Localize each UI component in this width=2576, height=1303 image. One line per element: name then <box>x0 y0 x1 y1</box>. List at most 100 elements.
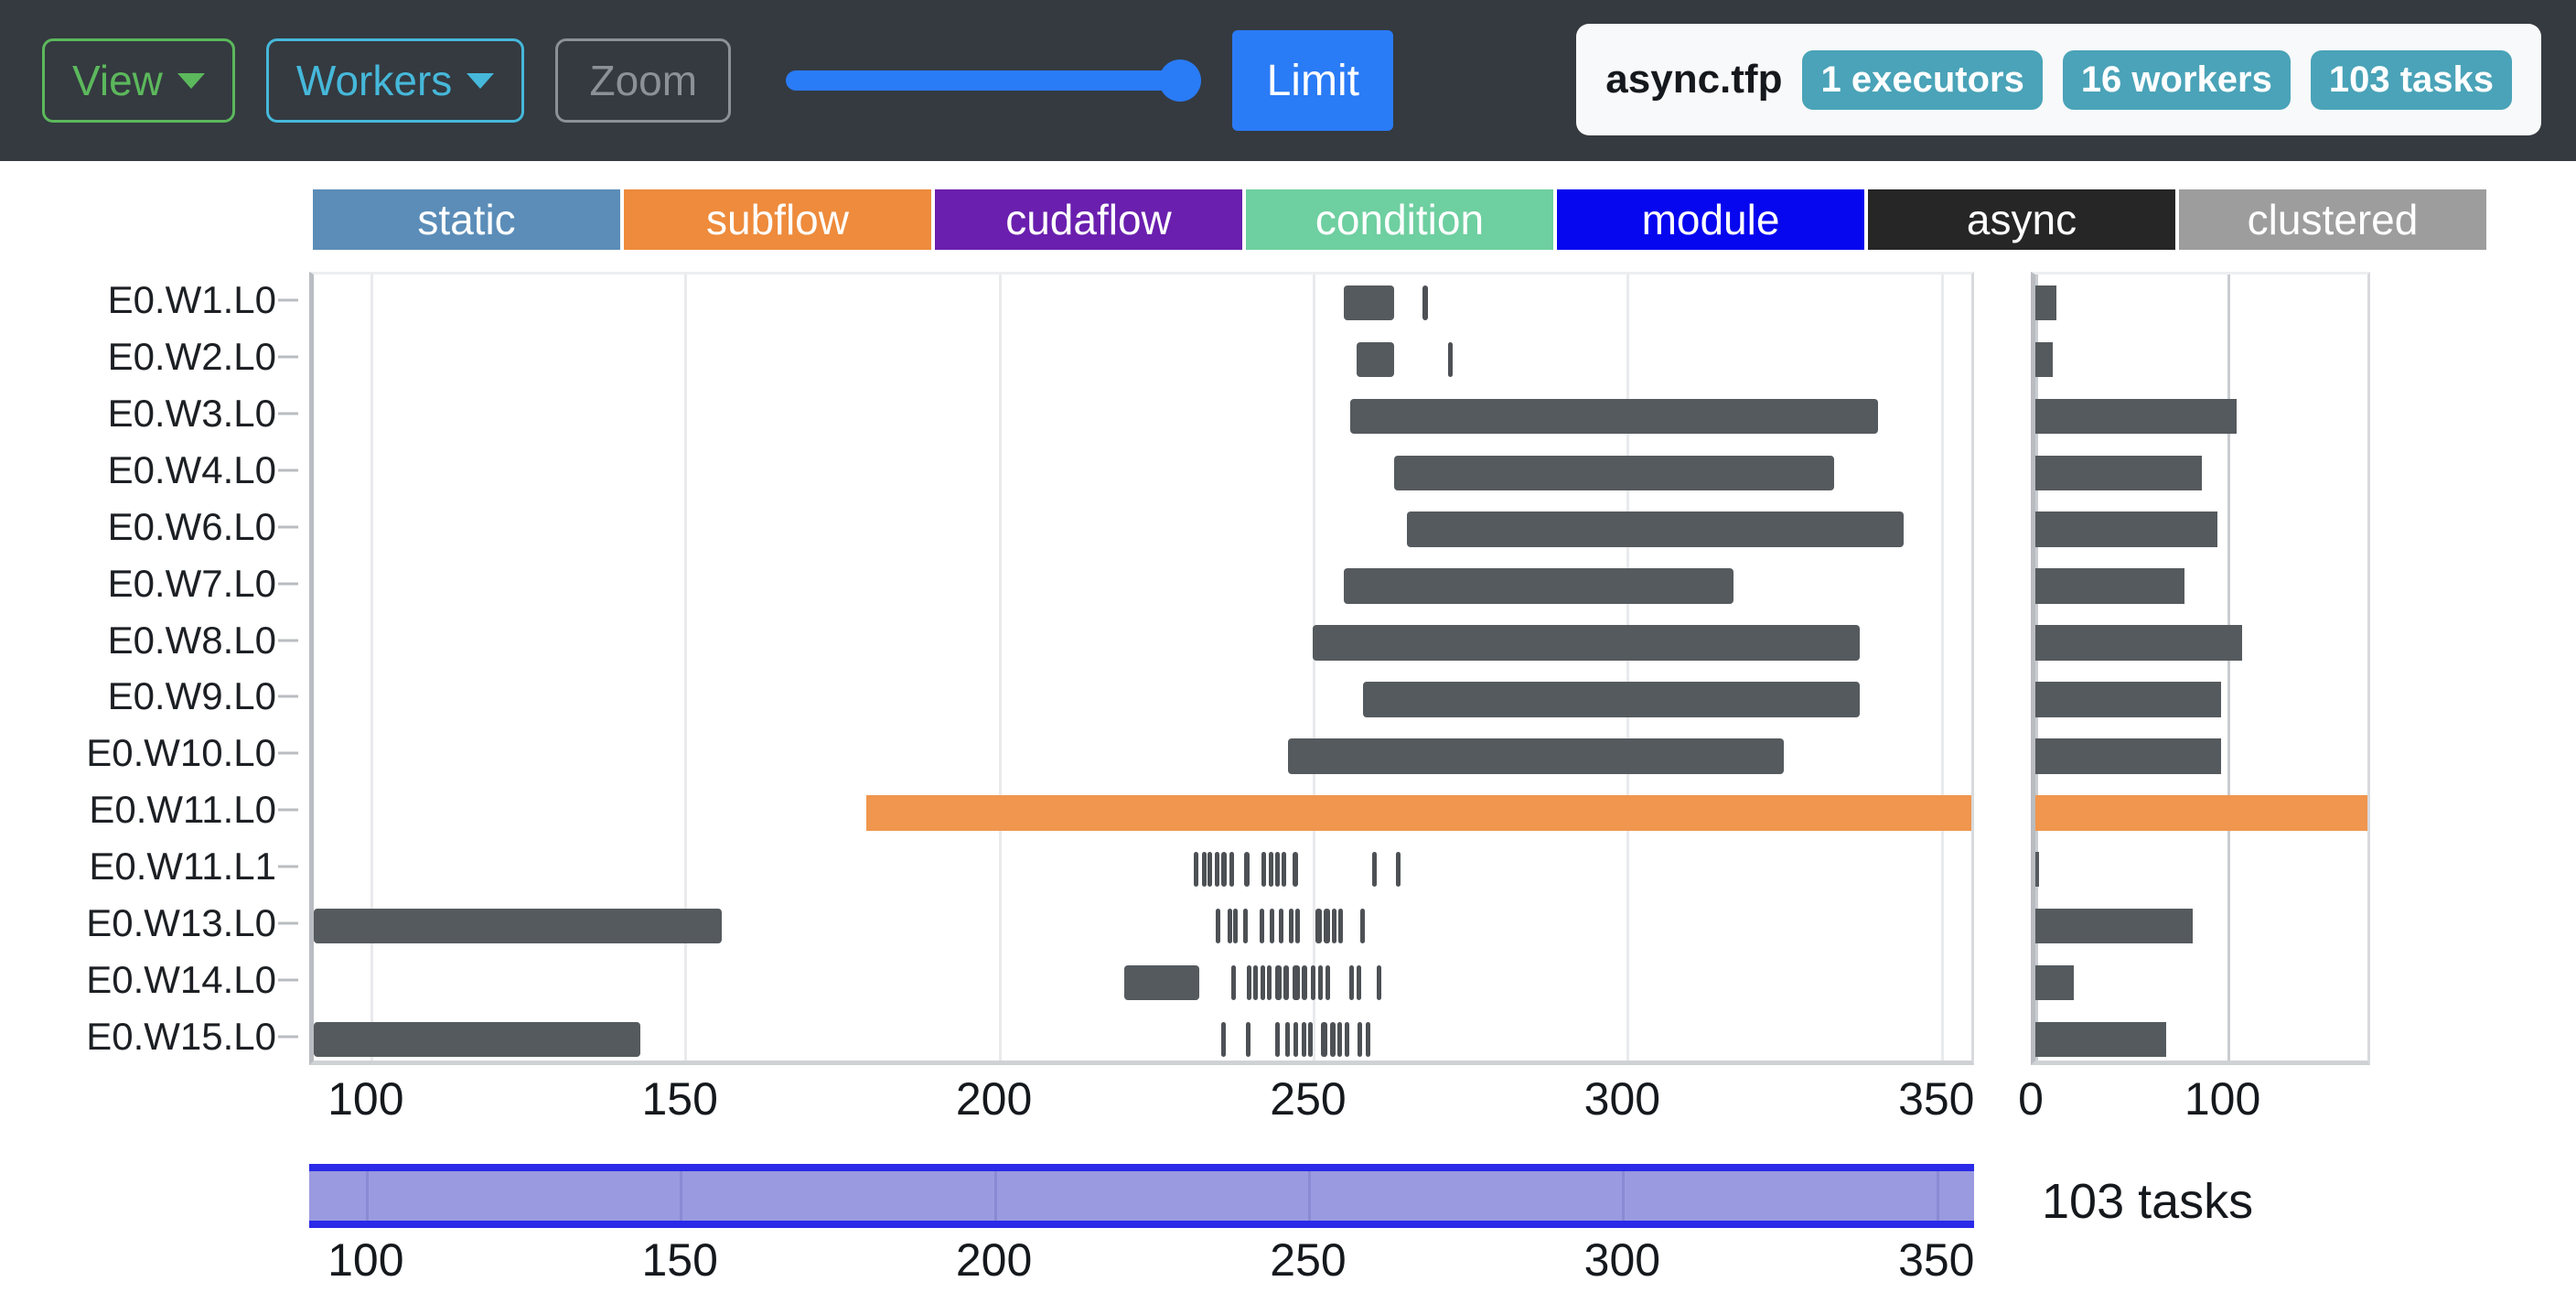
task-tick[interactable] <box>1293 852 1298 888</box>
task-tick[interactable] <box>1330 1021 1336 1058</box>
legend-item-condition[interactable]: condition <box>1246 189 1553 250</box>
task-tick[interactable] <box>1274 852 1280 888</box>
task-bar[interactable] <box>1344 285 1395 321</box>
task-tick[interactable] <box>1337 1021 1343 1058</box>
task-tick[interactable] <box>1359 908 1365 944</box>
task-tick[interactable] <box>1269 908 1274 944</box>
task-tick[interactable] <box>1372 852 1378 888</box>
task-tick[interactable] <box>1259 908 1264 944</box>
task-bar[interactable] <box>866 795 1971 831</box>
task-tick[interactable] <box>1395 852 1401 888</box>
time-range-brush[interactable] <box>309 1164 1974 1228</box>
task-bar[interactable] <box>1407 512 1904 547</box>
task-bar[interactable] <box>1362 682 1860 717</box>
task-bar[interactable] <box>1344 568 1734 604</box>
task-bar[interactable] <box>314 908 723 944</box>
worker-load-bar[interactable] <box>2035 398 2238 434</box>
task-tick[interactable] <box>1221 852 1227 888</box>
worker-load-bar[interactable] <box>2035 795 2367 831</box>
gantt-timeline-plot[interactable] <box>309 272 1974 1065</box>
worker-load-bar[interactable] <box>2035 1021 2166 1058</box>
worker-load-bar[interactable] <box>2035 738 2222 774</box>
task-tick[interactable] <box>1284 1021 1290 1058</box>
task-tick[interactable] <box>1233 908 1239 944</box>
task-bar[interactable] <box>1357 341 1395 378</box>
legend-item-static[interactable]: static <box>313 189 620 250</box>
task-tick[interactable] <box>1320 1021 1327 1058</box>
task-tick[interactable] <box>1366 1021 1371 1058</box>
worker-load-bar[interactable] <box>2035 964 2074 1001</box>
task-tick[interactable] <box>1215 908 1220 944</box>
task-tick[interactable] <box>1202 852 1208 888</box>
worker-load-bar[interactable] <box>2035 568 2185 604</box>
worker-load-bar[interactable] <box>2035 852 2040 888</box>
task-tick[interactable] <box>1447 341 1453 378</box>
task-tick[interactable] <box>1268 852 1273 888</box>
task-bar[interactable] <box>1313 625 1860 661</box>
worker-load-bar[interactable] <box>2035 285 2057 321</box>
worker-load-plot[interactable] <box>2031 272 2370 1065</box>
task-tick[interactable] <box>1324 908 1331 944</box>
task-tick[interactable] <box>1278 908 1284 944</box>
task-tick[interactable] <box>1242 908 1248 944</box>
zoom-button[interactable]: Zoom <box>555 38 732 123</box>
legend-item-async[interactable]: async <box>1868 189 2175 250</box>
task-tick[interactable] <box>1338 908 1344 944</box>
task-bar[interactable] <box>1123 964 1200 1001</box>
worker-load-bar[interactable] <box>2035 908 2193 944</box>
worker-load-bar[interactable] <box>2035 512 2218 547</box>
limit-button[interactable]: Limit <box>1232 30 1394 131</box>
task-tick[interactable] <box>1244 852 1250 888</box>
task-tick[interactable] <box>1230 964 1236 1001</box>
task-bar[interactable] <box>1350 398 1879 434</box>
slider-track[interactable] <box>786 70 1198 91</box>
task-tick[interactable] <box>1422 285 1428 321</box>
slider-thumb[interactable] <box>1159 59 1202 102</box>
task-bar[interactable] <box>1394 455 1835 490</box>
limit-slider[interactable] <box>786 38 1202 123</box>
task-tick[interactable] <box>1229 852 1234 888</box>
task-tick[interactable] <box>1377 964 1382 1001</box>
task-tick[interactable] <box>1208 852 1213 888</box>
task-tick[interactable] <box>1193 852 1198 888</box>
legend-item-module[interactable]: module <box>1557 189 1864 250</box>
worker-load-bar[interactable] <box>2035 682 2222 717</box>
task-tick[interactable] <box>1325 964 1330 1001</box>
task-tick[interactable] <box>1261 852 1267 888</box>
task-tick[interactable] <box>1332 908 1337 944</box>
task-tick[interactable] <box>1214 852 1219 888</box>
legend-item-cudaflow[interactable]: cudaflow <box>935 189 1242 250</box>
task-tick[interactable] <box>1315 908 1323 944</box>
worker-load-bar[interactable] <box>2035 341 2053 378</box>
task-tick[interactable] <box>1302 964 1308 1001</box>
task-bar[interactable] <box>314 1021 641 1058</box>
task-tick[interactable] <box>1293 1021 1299 1058</box>
task-bar[interactable] <box>1287 738 1785 774</box>
legend-item-subflow[interactable]: subflow <box>624 189 931 250</box>
task-tick[interactable] <box>1358 1021 1363 1058</box>
task-tick[interactable] <box>1345 1021 1350 1058</box>
task-tick[interactable] <box>1274 1021 1280 1058</box>
legend-item-clustered[interactable]: clustered <box>2179 189 2486 250</box>
task-tick[interactable] <box>1348 964 1354 1001</box>
task-tick[interactable] <box>1266 964 1272 1001</box>
task-tick[interactable] <box>1274 964 1282 1001</box>
task-tick[interactable] <box>1282 852 1287 888</box>
task-tick[interactable] <box>1283 964 1289 1001</box>
task-tick[interactable] <box>1357 964 1362 1001</box>
task-tick[interactable] <box>1301 1021 1306 1058</box>
task-tick[interactable] <box>1293 964 1300 1001</box>
task-tick[interactable] <box>1288 908 1293 944</box>
task-tick[interactable] <box>1260 964 1265 1001</box>
task-tick[interactable] <box>1221 1021 1227 1058</box>
workers-dropdown-button[interactable]: Workers <box>265 38 525 123</box>
worker-load-bar[interactable] <box>2035 625 2243 661</box>
task-tick[interactable] <box>1246 964 1251 1001</box>
task-tick[interactable] <box>1308 1021 1314 1058</box>
view-dropdown-button[interactable]: View <box>42 38 235 123</box>
task-tick[interactable] <box>1295 908 1301 944</box>
task-tick[interactable] <box>1246 1021 1251 1058</box>
worker-load-bar[interactable] <box>2035 455 2203 490</box>
task-tick[interactable] <box>1227 908 1232 944</box>
task-tick[interactable] <box>1253 964 1259 1001</box>
